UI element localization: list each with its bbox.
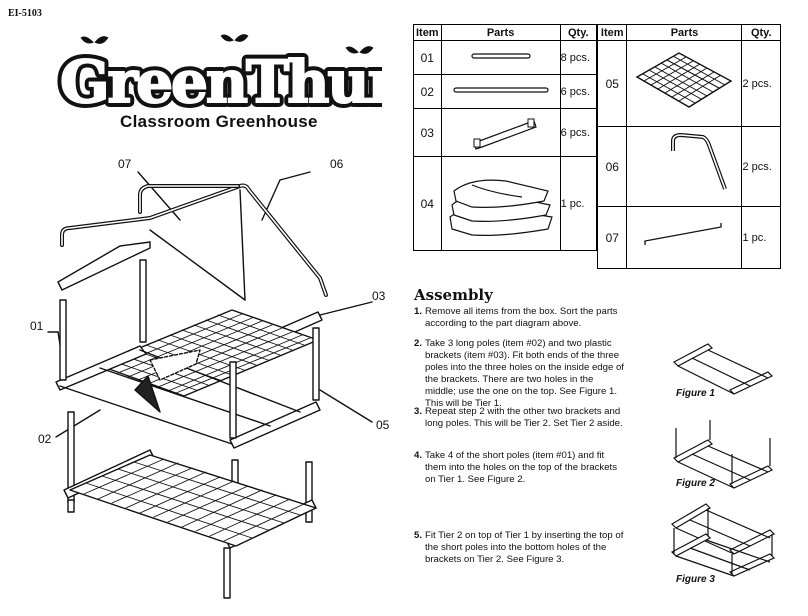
- figure-3-illustration: [671, 503, 776, 577]
- step-text: Take 4 of the short poles (item #01) and…: [425, 450, 617, 485]
- list-item: 2. Take 3 long poles (item #02) and two …: [414, 338, 626, 410]
- header-item: Item: [413, 24, 442, 41]
- header-parts: Parts: [440, 24, 561, 41]
- leader-07: [137, 171, 181, 221]
- item-number: 04: [413, 156, 442, 251]
- step-number: 4.: [414, 450, 423, 461]
- item-number: 07: [596, 206, 628, 269]
- header-qty: Qty.: [559, 24, 598, 41]
- item-qty: 2 pcs.: [741, 40, 781, 127]
- step-number: 5.: [414, 530, 423, 541]
- header-qty: Qty.: [741, 24, 781, 41]
- item-qty: 6 pcs.: [559, 108, 598, 157]
- leader-05: [319, 389, 373, 423]
- list-item: 4. Take 4 of the short poles (item #01) …: [414, 450, 626, 486]
- callout-01: 01: [30, 319, 44, 333]
- part-image-short-pole: [440, 40, 561, 75]
- product-code: EI-5103: [8, 8, 42, 19]
- header-parts: Parts: [626, 24, 743, 41]
- figure-1-caption: Figure 1: [676, 388, 715, 399]
- figure-2-caption: Figure 2: [676, 478, 715, 489]
- table-row: 02 6 pcs.: [413, 74, 598, 109]
- item-qty: 6 pcs.: [559, 74, 598, 109]
- leader-06b: [261, 179, 281, 221]
- step-number: 1.: [414, 306, 423, 317]
- part-image-shelf: [626, 40, 743, 127]
- figure-2-illustration: [673, 420, 774, 489]
- part-image-long-pole: [440, 74, 561, 109]
- step-number: 3.: [414, 406, 423, 417]
- lower-shelf: [69, 454, 317, 547]
- table-row: 06 2 pcs.: [596, 126, 781, 207]
- brand-wordmark: GreenThumb: [60, 48, 382, 116]
- step-text: Fit Tier 2 on top of Tier 1 by inserting…: [425, 530, 624, 565]
- table-row: 04 1 pc.: [413, 156, 598, 251]
- step-text: Repeat step 2 with the other two bracket…: [425, 406, 623, 429]
- callout-07: 07: [118, 157, 132, 171]
- assembly-title: Assembly: [414, 286, 493, 304]
- list-item: 3. Repeat step 2 with the other two brac…: [414, 406, 626, 430]
- callout-03: 03: [372, 289, 386, 303]
- leader-06: [279, 171, 311, 181]
- item-qty: 2 pcs.: [741, 126, 781, 207]
- item-number: 06: [596, 126, 628, 207]
- part-image-cover: [440, 156, 561, 251]
- parts-table-right: Item Parts Qty. 05 2 pcs. 06: [596, 24, 781, 269]
- exploded-diagram: [47, 171, 373, 599]
- item-qty: 8 pcs.: [559, 40, 598, 75]
- item-number: 03: [413, 108, 442, 157]
- part-image-ridge-rod: [626, 206, 743, 269]
- list-item: 1. Remove all items from the box. Sort t…: [414, 306, 626, 330]
- table-row: 03 6 pcs.: [413, 108, 598, 157]
- brand-logo: GreenThumb GreenThumb: [52, 30, 473, 121]
- product-subtitle: Classroom Greenhouse: [120, 112, 318, 131]
- callout-05: 05: [376, 418, 390, 432]
- part-image-roof-arch: [626, 126, 743, 207]
- part-image-bracket: [440, 108, 561, 157]
- item-qty: 1 pc.: [741, 206, 781, 269]
- parts-table-left: Item Parts Qty. 01 8 pcs. 02 6 pcs. 03 6…: [413, 24, 598, 251]
- table-row: 05 2 pcs.: [596, 40, 781, 127]
- figure-1-illustration: [673, 343, 774, 395]
- item-number: 02: [413, 74, 442, 109]
- step-text: Take 3 long poles (item #02) and two pla…: [425, 338, 624, 409]
- leader-03: [319, 301, 373, 316]
- table-row: 01 8 pcs.: [413, 40, 598, 75]
- item-qty: 1 pc.: [559, 156, 598, 251]
- step-number: 2.: [414, 338, 423, 349]
- header-item: Item: [596, 24, 628, 41]
- callout-06: 06: [330, 157, 344, 171]
- leader-02: [55, 409, 101, 438]
- item-number: 01: [413, 40, 442, 75]
- figure-3-caption: Figure 3: [676, 574, 715, 585]
- callout-02: 02: [38, 432, 52, 446]
- item-number: 05: [596, 40, 628, 127]
- list-item: 5. Fit Tier 2 on top of Tier 1 by insert…: [414, 530, 626, 566]
- step-text: Remove all items from the box. Sort the …: [425, 306, 618, 329]
- brand-logo-graphic: GreenThumb GreenThumb: [55, 34, 473, 121]
- table-row: 07 1 pc.: [596, 206, 781, 269]
